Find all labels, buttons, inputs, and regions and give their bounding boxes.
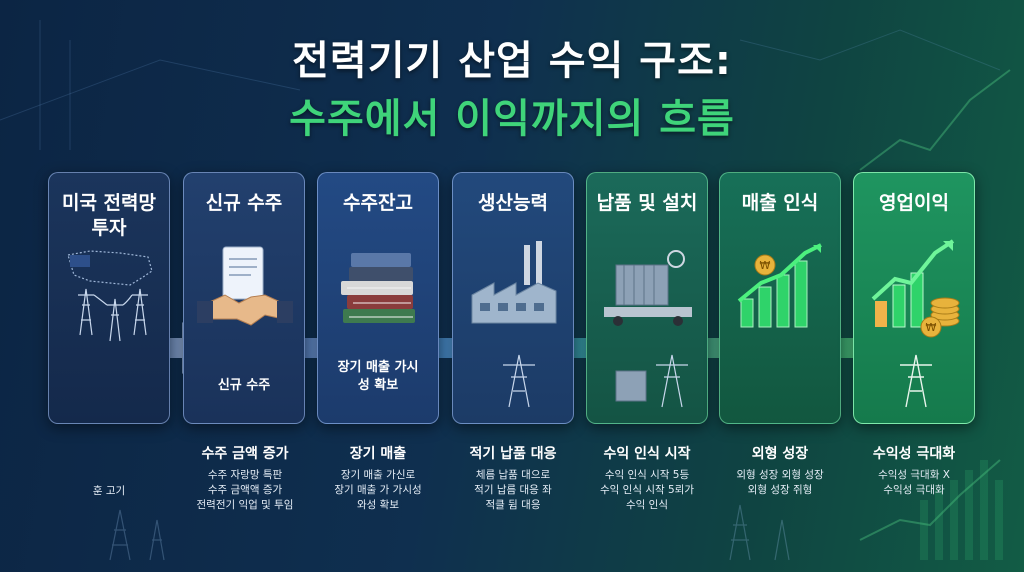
- svg-text:₩: ₩: [760, 259, 771, 272]
- stage-card-delivery: 납품 및 설치: [586, 172, 708, 424]
- stage-card-capacity: 생산능력: [452, 172, 574, 424]
- stage-card-revenue: 매출 인식 ₩: [719, 172, 841, 424]
- svg-text:₩: ₩: [926, 321, 937, 334]
- transformer-tower-icon: [615, 354, 688, 408]
- us-map-power-tower-icon: [67, 250, 153, 342]
- stage-heading: 미국 전력망 투자: [61, 192, 156, 239]
- stacked-books-icon: [341, 253, 415, 323]
- stage-card-grid-investment: 미국 전력망 투자: [48, 172, 170, 424]
- page-subtitle: 수주에서 이익까지의 흐름: [289, 96, 735, 142]
- stage-heading: 생산능력: [478, 192, 548, 214]
- stage-caption: 장기 매출 가시성 확보: [337, 360, 419, 393]
- stage-subtitle: 장기 매출: [349, 446, 407, 462]
- stage-subtitle: 적기 납품 대응: [469, 446, 557, 462]
- stage-heading: 매출 인식: [741, 192, 819, 214]
- factory-icon: [471, 241, 557, 324]
- stage-subtitle: 수익 인식 시작: [603, 446, 691, 462]
- bar-chart-won-icon: ₩: [737, 243, 822, 328]
- page-title: 전력기기 산업 수익 구조:: [292, 38, 732, 84]
- stage-card-operating-profit: 영업이익 ₩: [853, 172, 975, 424]
- stage-heading: 영업이익: [879, 192, 949, 214]
- stage-card-new-orders: 신규 수주 신규 수주: [183, 172, 305, 424]
- stage-subtitle: 수익성 극대화: [872, 446, 956, 462]
- stage-heading: 신규 수주: [205, 192, 283, 214]
- stage-card-backlog: 수주잔고 장기 매출 가시성 확보: [317, 172, 439, 424]
- stage-heading: 납품 및 설치: [596, 192, 698, 214]
- transformer-truck-icon: [604, 250, 692, 326]
- stage-heading: 수주잔고: [343, 192, 413, 214]
- stage-subtitle: 외형 성장: [751, 446, 809, 462]
- stage-subtitle: 수주 금액 증가: [201, 446, 289, 462]
- stage-caption: 신규 수주: [217, 378, 271, 393]
- contract-handshake-icon: [197, 246, 293, 326]
- transmission-tower-icon: [503, 354, 535, 408]
- chart-coins-icon: ₩: [871, 239, 960, 338]
- transmission-tower-icon: [900, 354, 932, 408]
- stage-description: 훈 고기: [92, 485, 126, 497]
